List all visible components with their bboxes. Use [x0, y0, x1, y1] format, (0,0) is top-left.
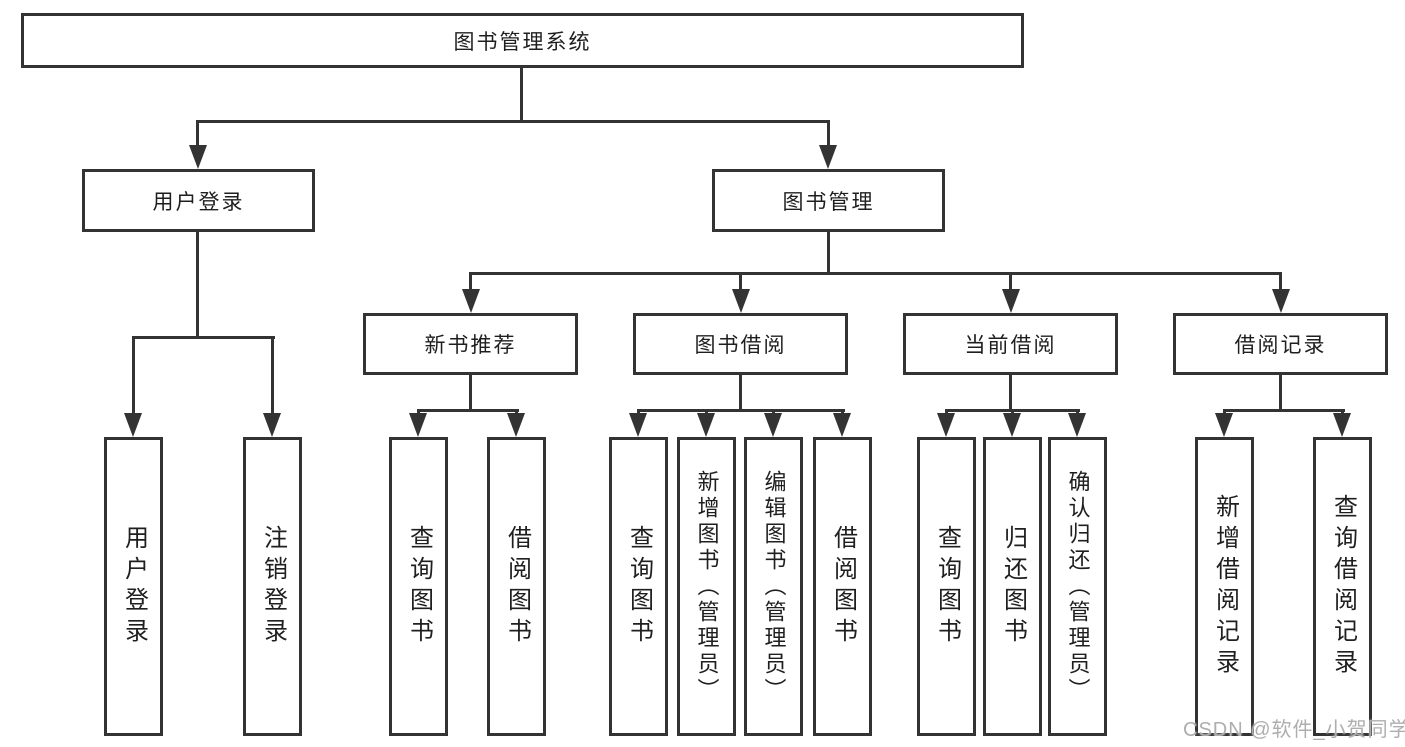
leaf-return-books-label: 归还图书: [999, 524, 1027, 649]
arrow-down-icon: [1333, 413, 1351, 437]
connector-line: [271, 336, 274, 416]
connector-line: [196, 120, 199, 148]
connector-line: [132, 336, 275, 339]
connector-line: [469, 272, 472, 292]
leaf-add-borrow-record-label: 新增借阅记录: [1211, 493, 1239, 680]
arrow-down-icon: [1272, 289, 1290, 313]
leaf-add-books-admin: 新增图书（管理员）: [677, 437, 736, 736]
connector-line: [520, 68, 523, 122]
arrow-down-icon: [124, 413, 142, 437]
node-current-borrow-label: 当前借阅: [964, 334, 1057, 357]
arrow-down-icon: [409, 413, 427, 437]
leaf-query-books-2: 查询图书: [609, 437, 668, 736]
arrow-down-icon: [1002, 289, 1020, 313]
arrow-down-icon: [1003, 413, 1021, 437]
arrow-down-icon: [833, 413, 851, 437]
node-book-borrow: 图书借阅: [633, 313, 848, 375]
leaf-query-books-2-label: 查询图书: [625, 524, 653, 649]
connector-line: [827, 120, 830, 148]
connector-line: [739, 375, 742, 412]
leaf-confirm-return-admin: 确认归还（管理员）: [1048, 437, 1107, 736]
connector-line: [1279, 272, 1282, 292]
node-new-book-recommend: 新书推荐: [363, 313, 578, 375]
leaf-logout: 注销登录: [243, 437, 302, 736]
node-borrow-record: 借阅记录: [1173, 313, 1388, 375]
arrow-down-icon: [937, 413, 955, 437]
leaf-borrow-books-2: 借阅图书: [813, 437, 872, 736]
node-book-management: 图书管理: [712, 169, 945, 232]
connector-line: [417, 409, 519, 412]
node-root: 图书管理系统: [21, 13, 1024, 68]
leaf-edit-books-admin: 编辑图书（管理员）: [744, 437, 803, 736]
arrow-down-icon: [1215, 413, 1233, 437]
leaf-user-login: 用户登录: [104, 437, 163, 736]
leaf-borrow-books-1-label: 借阅图书: [503, 524, 531, 649]
connector-line: [469, 272, 1282, 275]
connector-line: [1009, 375, 1012, 412]
node-current-borrow: 当前借阅: [903, 313, 1118, 375]
arrow-down-icon: [732, 289, 750, 313]
arrow-down-icon: [819, 145, 837, 169]
leaf-borrow-books-2-label: 借阅图书: [829, 524, 857, 649]
node-book-management-label: 图书管理: [782, 190, 875, 214]
leaf-user-login-label: 用户登录: [120, 524, 148, 649]
connector-line: [1279, 375, 1282, 412]
leaf-query-books-3-label: 查询图书: [933, 524, 961, 649]
node-root-label: 图书管理系统: [453, 30, 592, 54]
leaf-query-borrow-record-label: 查询借阅记录: [1329, 493, 1357, 680]
arrow-down-icon: [764, 413, 782, 437]
connector-line: [739, 272, 742, 292]
connector-line: [196, 232, 199, 339]
leaf-add-books-admin-label: 新增图书（管理员）: [694, 469, 720, 704]
arrow-down-icon: [462, 289, 480, 313]
arrow-down-icon: [629, 413, 647, 437]
connector-line: [132, 336, 135, 416]
node-new-book-recommend-label: 新书推荐: [424, 334, 517, 357]
arrow-down-icon: [697, 413, 715, 437]
connector-line: [1223, 409, 1345, 412]
connector-line: [637, 409, 845, 412]
node-user-login-label: 用户登录: [152, 190, 245, 214]
arrow-down-icon: [1068, 413, 1086, 437]
connector-line: [196, 120, 830, 123]
connector-line: [469, 375, 472, 412]
leaf-edit-books-admin-label: 编辑图书（管理员）: [761, 469, 787, 704]
arrow-down-icon: [507, 413, 525, 437]
arrow-down-icon: [263, 413, 281, 437]
leaf-return-books: 归还图书: [983, 437, 1042, 736]
node-user-login: 用户登录: [82, 169, 315, 232]
connector-line: [1009, 272, 1012, 292]
csdn-watermark: CSDN @软件_小贺同学: [1183, 719, 1405, 741]
leaf-query-books-3: 查询图书: [917, 437, 976, 736]
leaf-query-books-1-label: 查询图书: [405, 524, 433, 649]
leaf-logout-label: 注销登录: [259, 524, 287, 649]
leaf-query-books-1: 查询图书: [389, 437, 448, 736]
node-book-borrow-label: 图书借阅: [694, 334, 787, 357]
leaf-borrow-books-1: 借阅图书: [487, 437, 546, 736]
leaf-add-borrow-record: 新增借阅记录: [1195, 437, 1254, 736]
connector-line: [827, 232, 830, 275]
node-borrow-record-label: 借阅记录: [1234, 334, 1327, 357]
arrow-down-icon: [189, 145, 207, 169]
leaf-confirm-return-admin-label: 确认归还（管理员）: [1065, 469, 1091, 704]
leaf-query-borrow-record: 查询借阅记录: [1313, 437, 1372, 736]
